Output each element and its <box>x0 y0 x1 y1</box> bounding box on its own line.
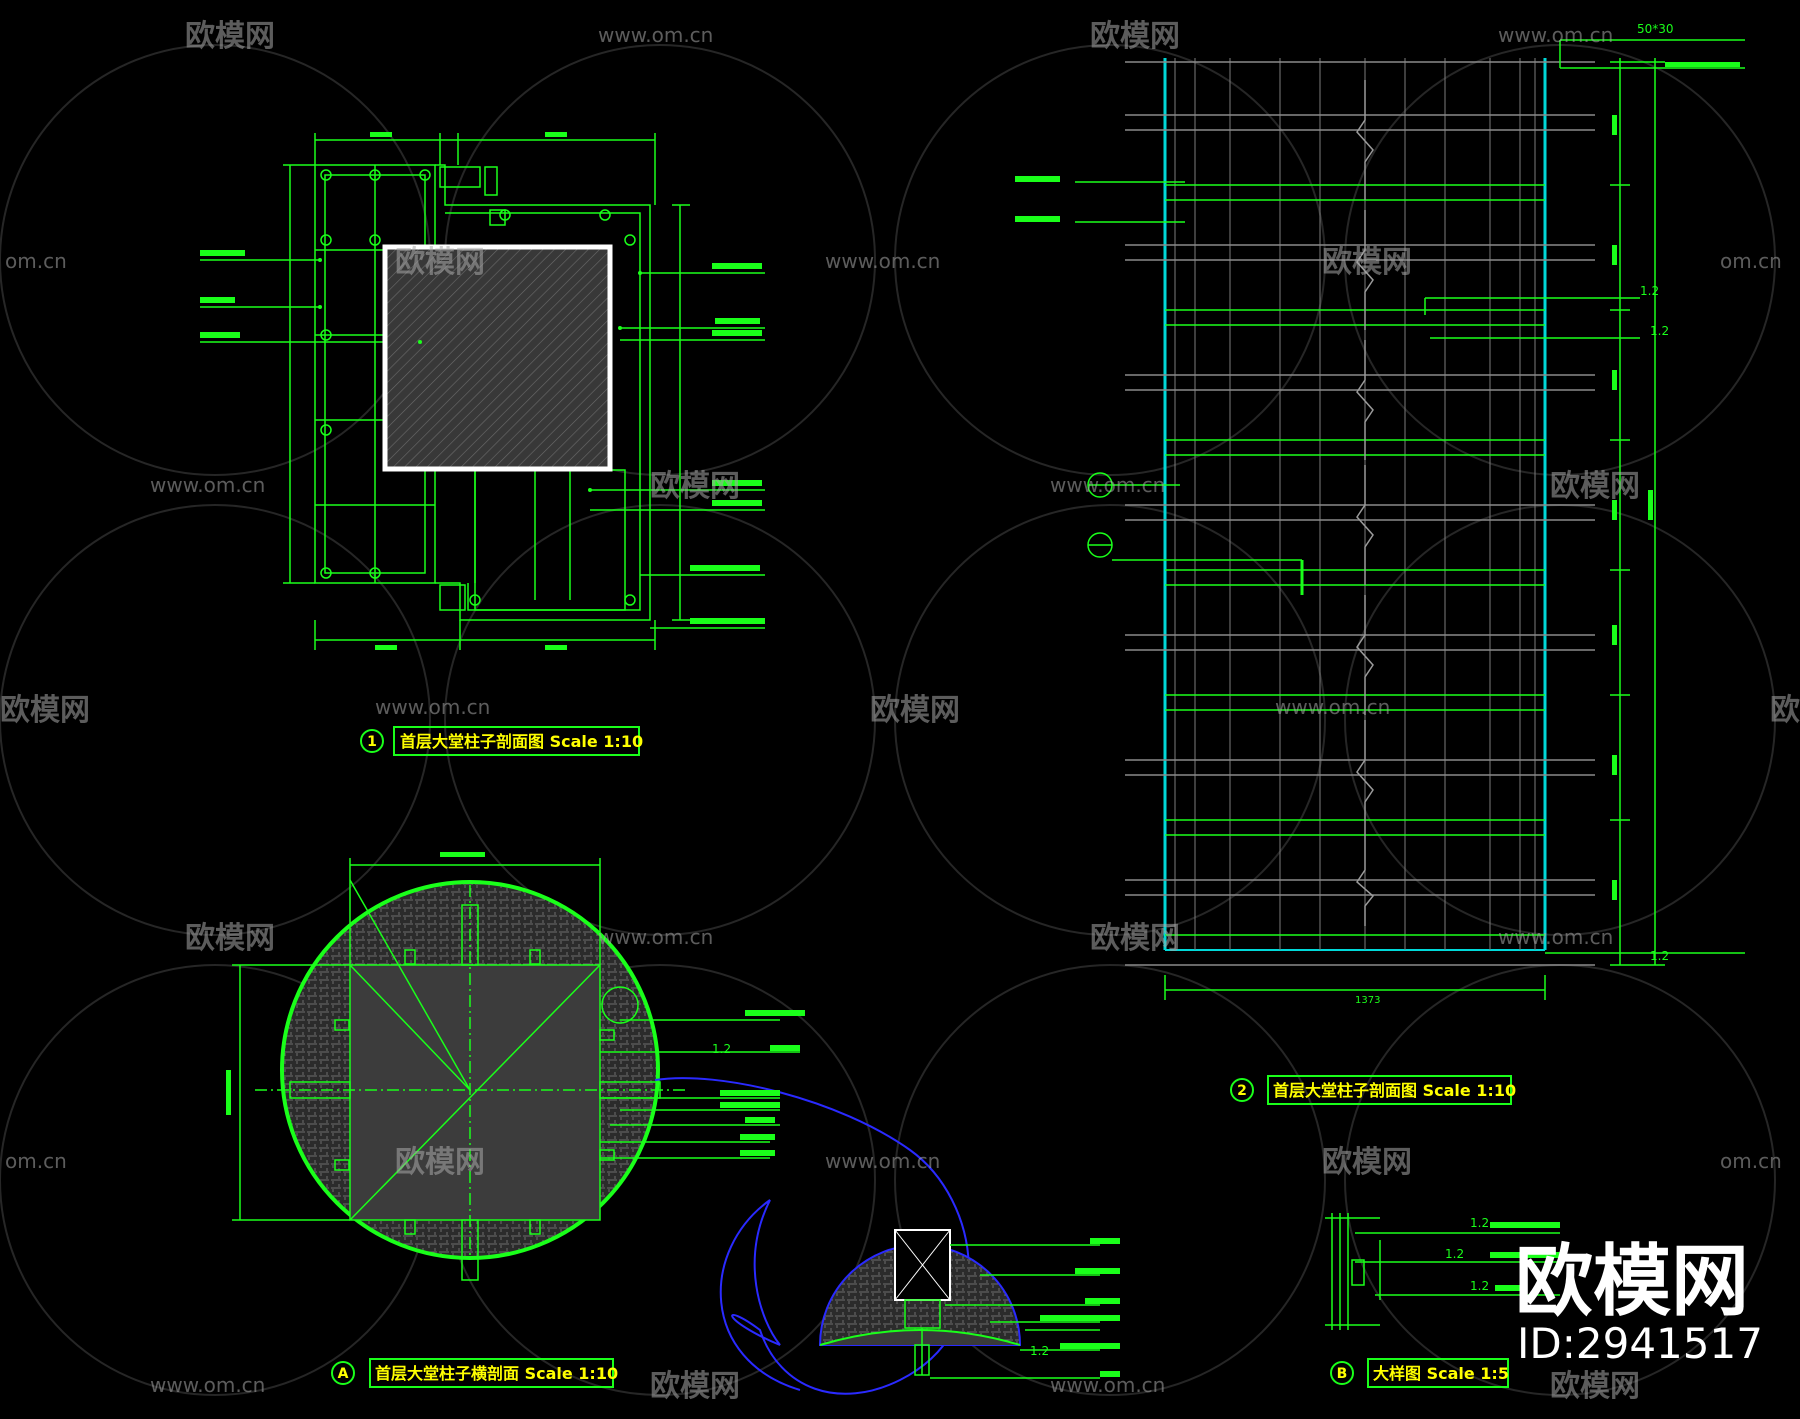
drawing-B-note-1: 1.2 <box>1470 1216 1489 1230</box>
watermark-brand: 欧模网 <box>870 693 960 728</box>
brand-id-text: ID:2941517 <box>1517 1319 1763 1368</box>
detail-circle: 1.2 <box>818 1229 1120 1379</box>
drawing-B-note-3: 1.2 <box>1470 1279 1489 1293</box>
watermark-url: www.om.cn <box>1050 473 1165 497</box>
watermark-brand: 欧模网 <box>0 693 90 728</box>
watermark-url: om.cn <box>5 1149 67 1173</box>
drawing-2-elevation: 1.2 1.2 1.2 50*30 1373 2 首层大堂柱子剖面图 Scale… <box>1015 22 1745 1105</box>
brand-logo-text: 欧模网 <box>1515 1237 1749 1327</box>
watermark-url: www.om.cn <box>1498 925 1613 949</box>
watermark-url: www.om.cn <box>1498 23 1613 47</box>
watermark-url: www.om.cn <box>150 1373 265 1397</box>
watermark-brand: 欧模网 <box>1550 469 1640 504</box>
drawing-A-title: 首层大堂柱子横剖面 Scale 1:10 <box>375 1364 618 1383</box>
watermark-brand: 欧模网 <box>650 469 740 504</box>
drawing-2-number: 2 <box>1237 1083 1247 1099</box>
watermark-url: www.om.cn <box>150 473 265 497</box>
drawing-2-title: 首层大堂柱子剖面图 Scale 1:10 <box>1273 1081 1516 1100</box>
drawing-1-plan-section: 1 首层大堂柱子剖面图 Scale 1:10 <box>200 132 765 756</box>
drawing-2-note-1: 1.2 <box>1640 284 1659 298</box>
drawing-2-bottom-dim: 1373 <box>1355 995 1380 1006</box>
drawing-2-top-note: 50*30 <box>1637 22 1674 36</box>
drawing-A-round-section: 1.2 A 首层大堂柱子横剖面 Scale 1:10 <box>226 852 970 1395</box>
watermark-brand: 欧模网 <box>1550 1369 1640 1404</box>
watermark-brand: 欧模网 <box>1322 1145 1412 1180</box>
drawing-1-title: 首层大堂柱子剖面图 Scale 1:10 <box>400 732 643 751</box>
drawing-A-letter: A <box>338 1366 349 1382</box>
watermark-brand: 欧模网 <box>1770 693 1800 728</box>
watermark-brand: 欧模网 <box>650 1369 740 1404</box>
watermark-url: om.cn <box>5 249 67 273</box>
watermark-url: www.om.cn <box>375 695 490 719</box>
watermark-layer: 欧模网 www.om.cn 欧模网 www.om.cn om.cn 欧模网 ww… <box>0 19 1800 1404</box>
watermark-url: www.om.cn <box>598 925 713 949</box>
drawing-B-note-2: 1.2 <box>1445 1247 1464 1261</box>
detail-callout-curve <box>654 1077 970 1395</box>
drawing-2-note-3: 1.2 <box>1650 949 1669 963</box>
watermark-brand: 欧模网 <box>1090 19 1180 54</box>
watermark-url: www.om.cn <box>825 1149 940 1173</box>
watermark-url: www.om.cn <box>1275 695 1390 719</box>
drawing-2-note-2: 1.2 <box>1650 324 1669 338</box>
drawing-A-note: 1.2 <box>712 1042 731 1056</box>
watermark-brand: 欧模网 <box>395 245 485 280</box>
branding: 欧模网 ID:2941517 <box>1515 1237 1763 1368</box>
watermark-url: www.om.cn <box>1050 1373 1165 1397</box>
watermark-brand: 欧模网 <box>395 1145 485 1180</box>
watermark-brand: 欧模网 <box>185 921 275 956</box>
drawing-B-title: 大样图 Scale 1:5 <box>1373 1364 1509 1383</box>
watermark-brand: 欧模网 <box>1322 245 1412 280</box>
watermark-brand: 欧模网 <box>185 19 275 54</box>
watermark-url: om.cn <box>1720 1149 1782 1173</box>
drawing-B-detail: 1.2 1.2 1.2 B 大样图 Scale 1:5 <box>1325 1213 1560 1388</box>
watermark-url: www.om.cn <box>598 23 713 47</box>
watermark-brand: 欧模网 <box>1090 921 1180 956</box>
drawing-B-letter: B <box>1337 1366 1348 1382</box>
drawing-1-number: 1 <box>367 734 377 750</box>
detail-circle-note: 1.2 <box>1030 1344 1049 1358</box>
watermark-url: www.om.cn <box>825 249 940 273</box>
watermark-url: om.cn <box>1720 249 1782 273</box>
panel-lines <box>1174 58 1536 950</box>
